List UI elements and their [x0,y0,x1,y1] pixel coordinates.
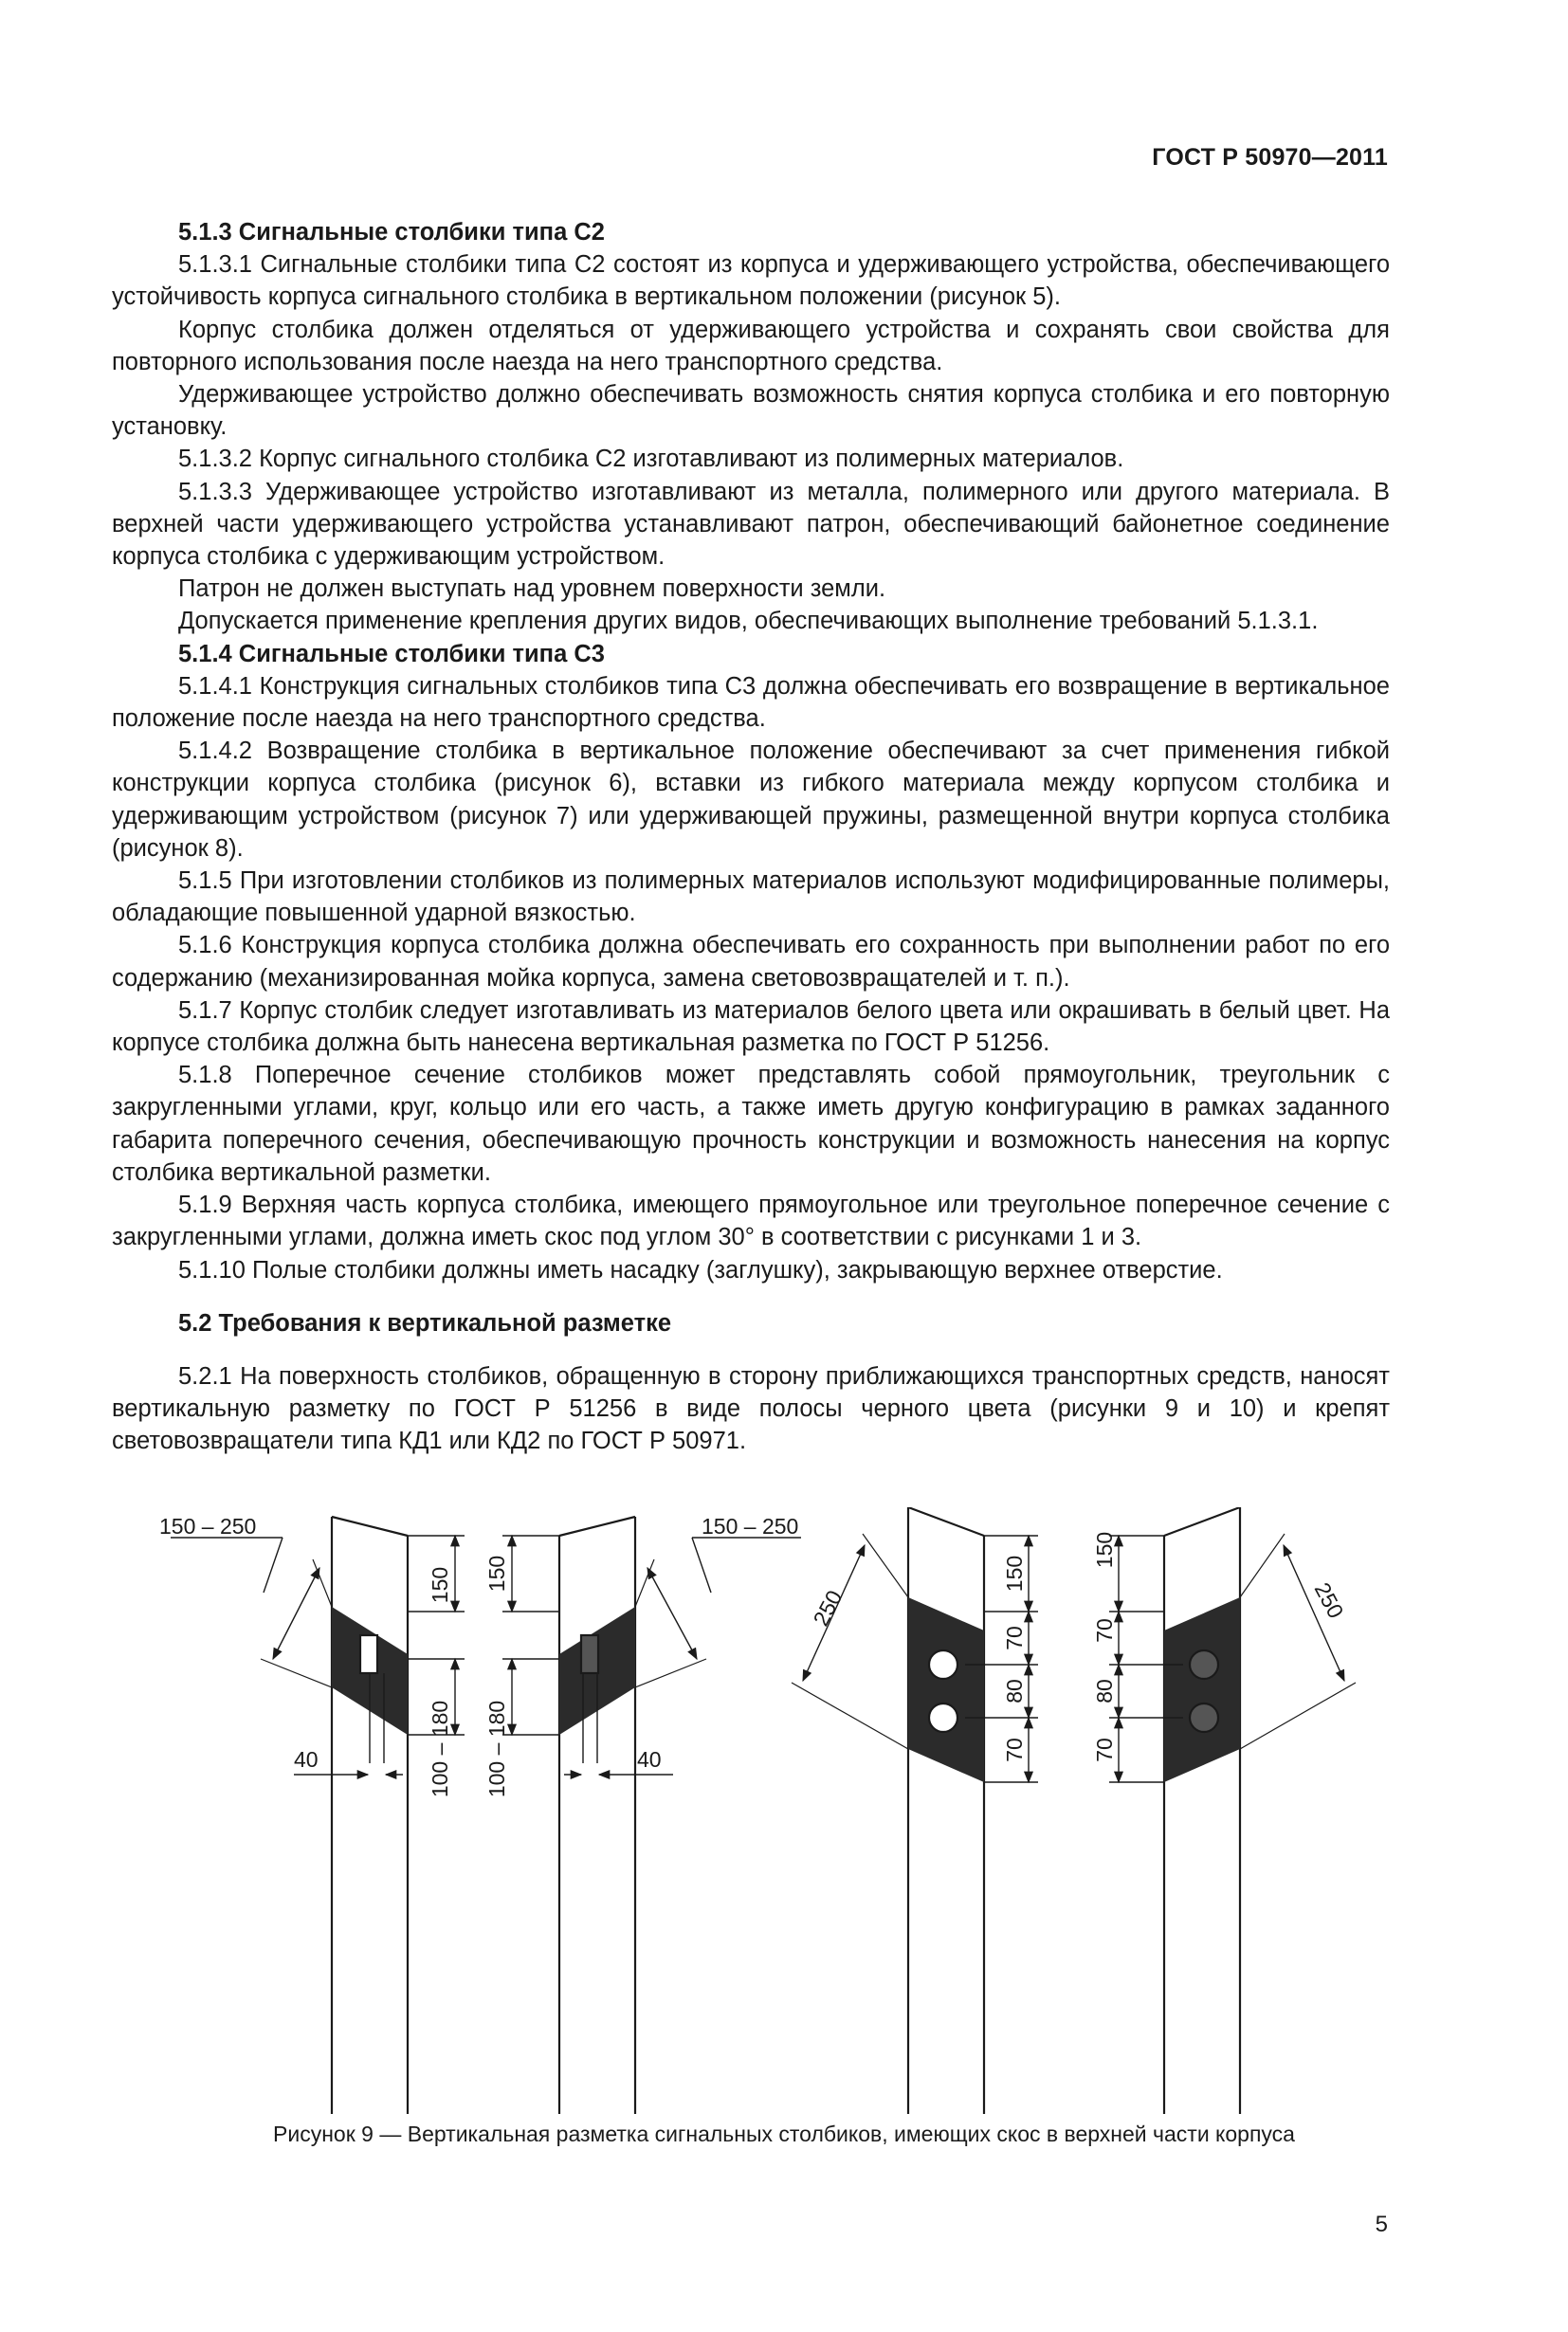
post-3-reflector-top [927,1649,959,1681]
paragraph: Допускается применение крепления других … [178,608,1319,635]
dim-label: 150 – 250 [702,1514,798,1539]
dim-label: 150 [1092,1532,1117,1568]
dim-label: 150 [428,1567,452,1603]
post-3-reflector-bottom [927,1702,959,1734]
paragraph: 5.1.6 Конструкция корпуса столбика должн… [112,932,1390,992]
paragraph: 5.1.4.2 Возвращение столбика в вертикаль… [112,738,1390,862]
paragraph: 5.1.4.1 Конструкция сигнальных столбиков… [112,672,1390,733]
dim-label: 150 – 250 [159,1514,256,1539]
dim-label: 150 [484,1556,509,1592]
paragraph: 5.2.1 На поверхность столбиков, обращенн… [112,1362,1390,1455]
post-4-reflector-top [1188,1649,1220,1681]
paragraph: Удерживающее устройство должно обеспечив… [112,381,1390,441]
post-1-reflector [358,1633,379,1675]
paragraph: 5.1.3.1 Сигнальные столбики типа С2 сост… [112,251,1390,311]
post-3 [791,1507,1038,2114]
paragraph: 5.1.7 Корпус столбик следует изготавлива… [112,996,1390,1057]
dim-label: 40 [637,1747,662,1772]
paragraph: 5.1.3.2 Корпус сигнального столбика С2 и… [178,446,1124,473]
post-1 [171,1515,465,2114]
section-heading: 5.1.4 Сигнальные столбики типа С3 [178,640,605,667]
post-4-black-stripe [1164,1597,1240,1782]
dim-label: 150 [1002,1556,1027,1592]
post-4-reflector-bottom [1188,1702,1220,1734]
paragraph: 5.1.9 Верхняя часть корпуса столбика, им… [112,1192,1390,1251]
post-4 [1109,1507,1357,2114]
dim-label: 70 [1002,1738,1027,1762]
paragraph: Патрон не должен выступать над уровнем п… [178,575,886,603]
section-heading: 5.2 Требования к вертикальной разметке [178,1309,672,1337]
paragraph: 5.1.5 При изготовлении столбиков из поли… [112,867,1390,927]
post-3-black-stripe [908,1597,984,1782]
paragraph: Корпус столбика должен отделяться от уде… [112,316,1390,375]
post-2 [502,1515,801,2114]
dim-label: 70 [1002,1626,1027,1650]
dim-label: 100 – 180 [428,1701,452,1797]
paragraph: 5.1.10 Полые столбики должны иметь насад… [178,1256,1223,1284]
section-heading: 5.1.3 Сигнальные столбики типа С2 [178,219,605,246]
document-id-header: ГОСТ Р 50970—2011 [1152,144,1388,171]
document-page: ГОСТ Р 50970—2011 5.1.3 Сигнальные столб… [112,144,1390,2237]
post-2-reflector [579,1633,600,1675]
dim-label: 80 [1092,1679,1117,1703]
dim-label: 40 [294,1747,319,1772]
dim-label: 70 [1092,1738,1117,1762]
dim-label: 70 [1092,1618,1117,1643]
figure-9-caption: Рисунок 9 — Вертикальная разметка сигнал… [273,2122,1295,2146]
paragraph: 5.1.8 Поперечное сечение столбиков может… [112,1062,1390,1186]
figure-9: 150 100 – 180 150 – 250 40 150 100 – 180… [142,1507,1375,2332]
dim-label: 80 [1002,1679,1027,1703]
page-number: 5 [1375,2212,1388,2237]
body-text: 5.1.3 Сигнальные столбики типа С2 5.1.3.1… [112,216,1390,1458]
paragraph: 5.1.3.3 Удерживающее устройство изготавл… [112,478,1390,571]
dim-label: 250 [808,1586,847,1630]
figure-9-drawing: 150 100 – 180 150 – 250 40 150 100 – 180… [159,1507,1357,2114]
dim-label: 100 – 180 [484,1701,509,1797]
